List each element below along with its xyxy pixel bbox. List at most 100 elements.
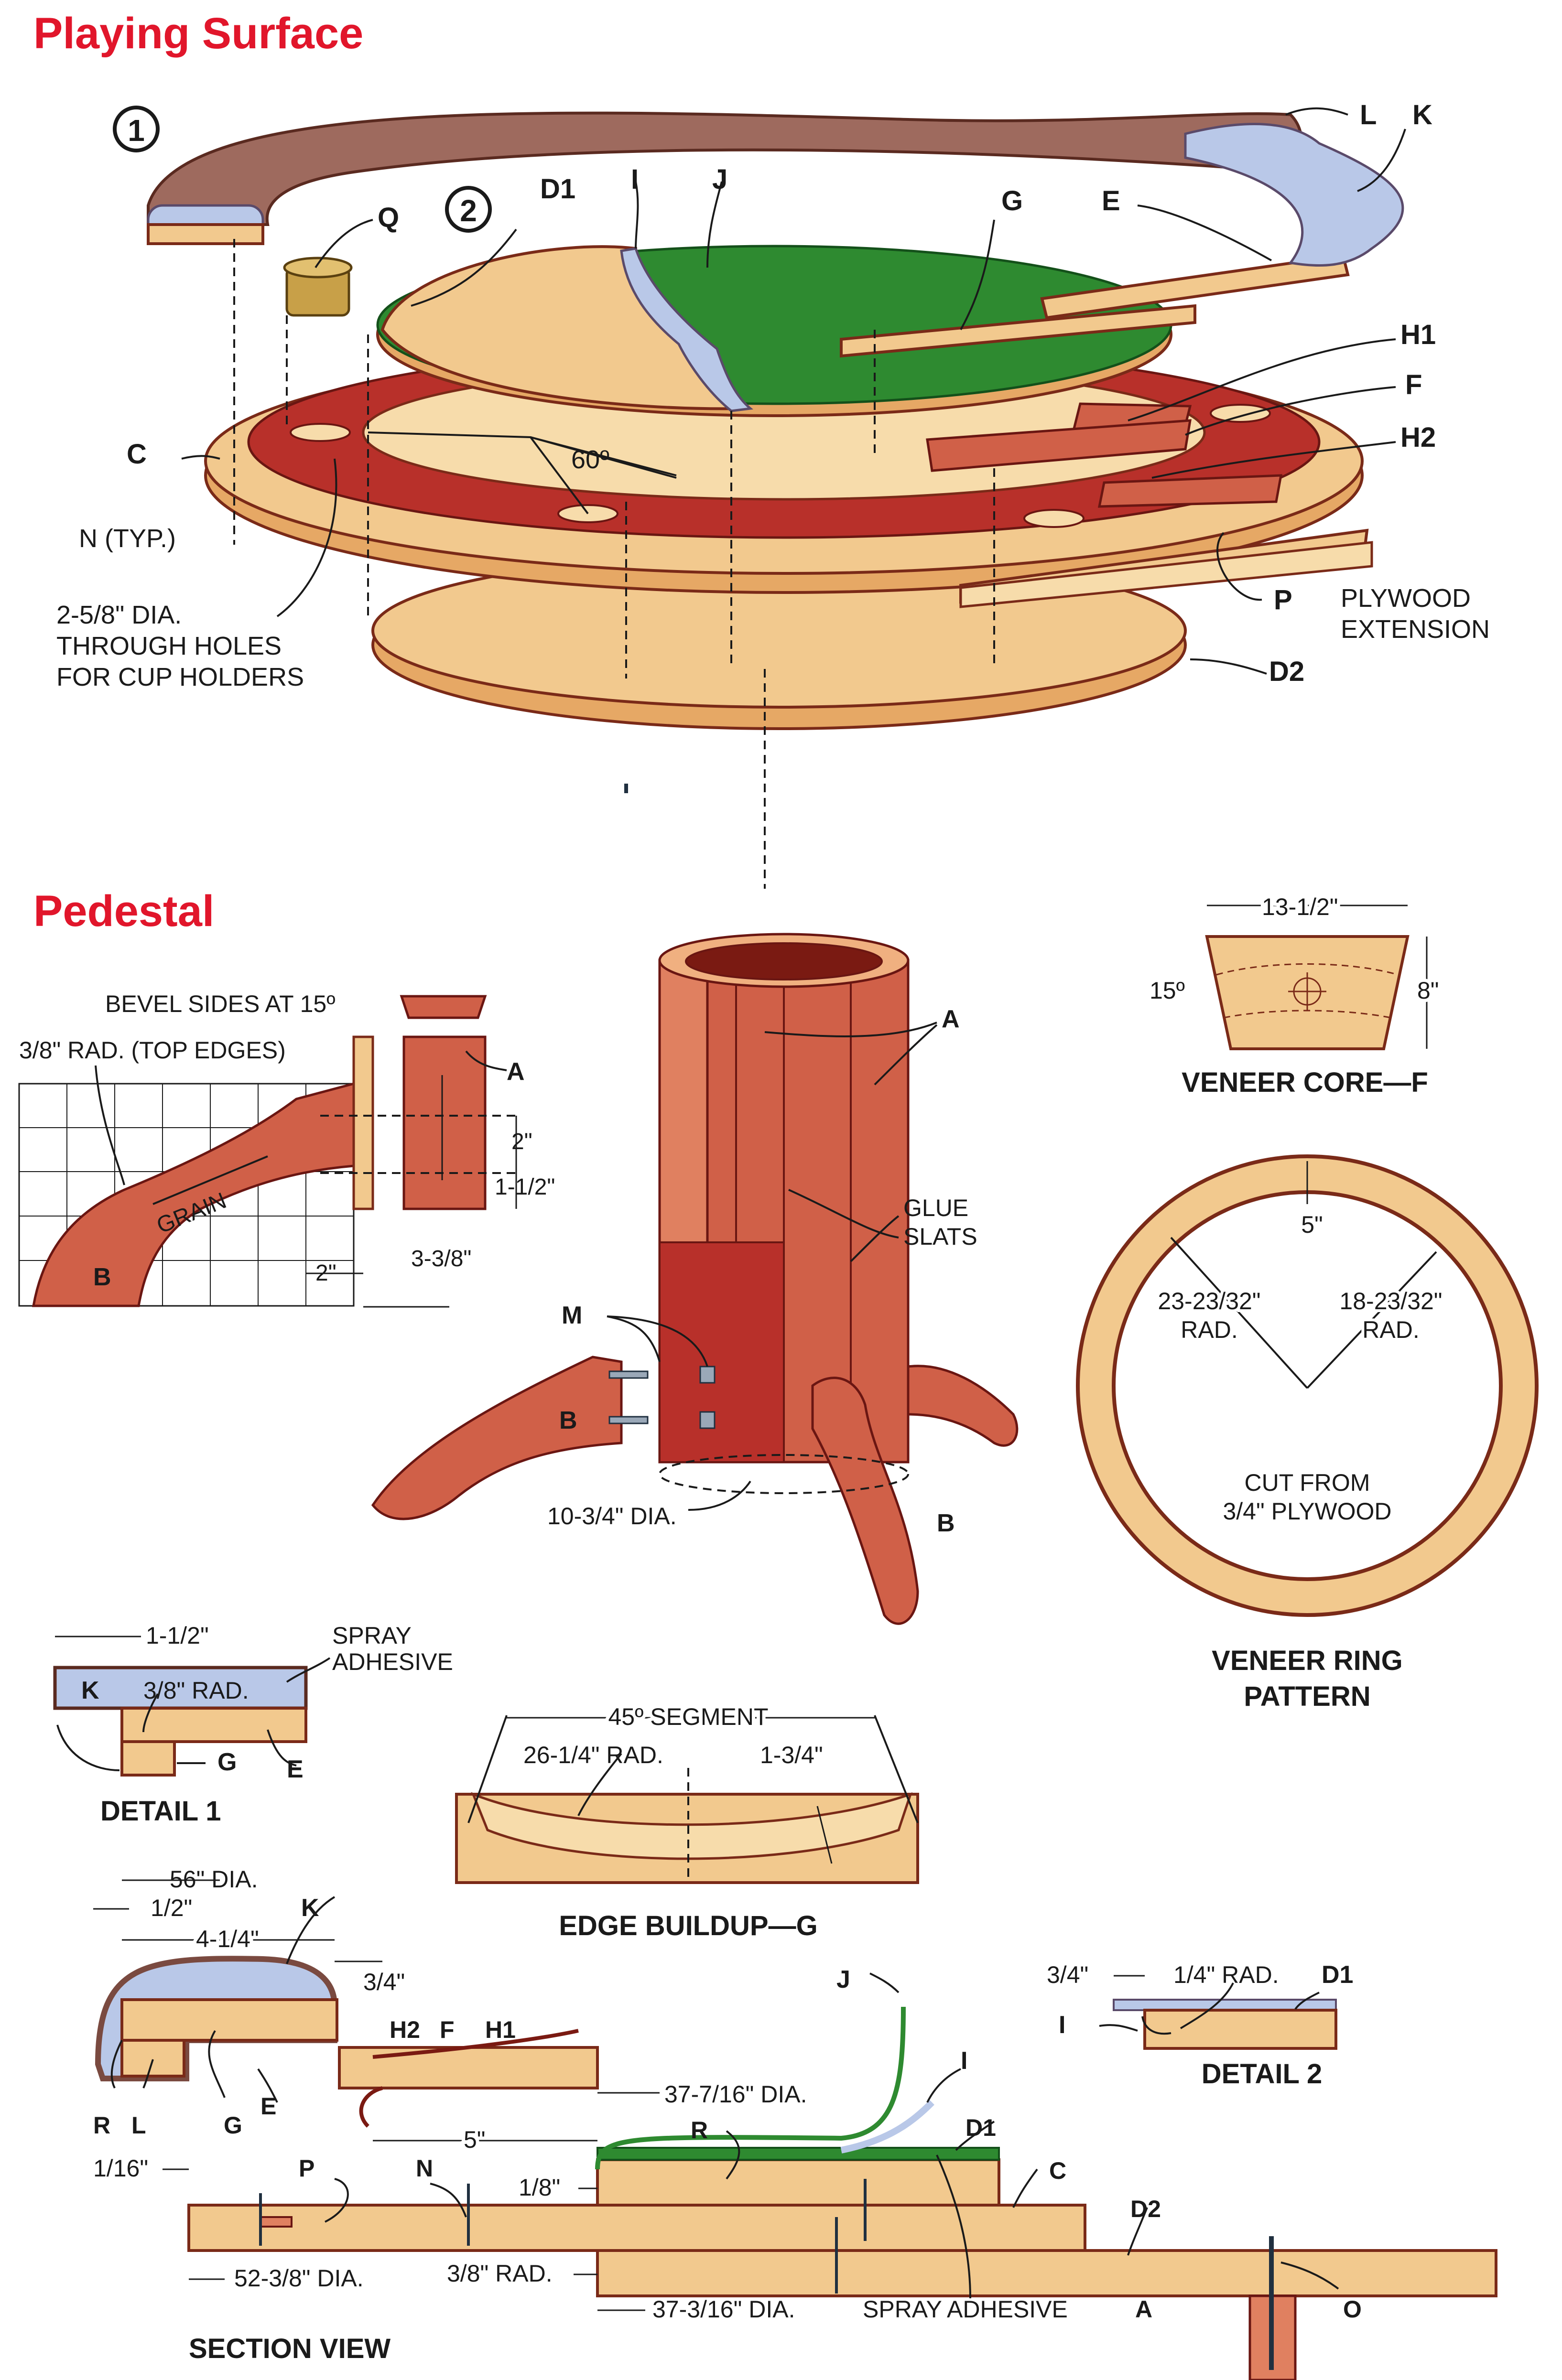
- caption-detail-2: DETAIL 2: [1202, 2058, 1322, 2089]
- edge-buildup-g-detail: 45º SEGMENT 26-1/4" RAD. 1-3/4" EDGE BUI…: [455, 1700, 919, 1941]
- label-sec-dia52: 52-3/8" DIA.: [234, 2265, 364, 2292]
- label-core-angle: 15º: [1150, 977, 1185, 1004]
- pedestal-view: BEVEL SIDES AT 15º 3/8" RAD. (TOP EDGES)…: [18, 933, 1019, 1625]
- label-sec-l: L: [131, 2112, 146, 2139]
- label-m: M: [562, 1302, 582, 1329]
- label-buildup-width: 1-3/4": [760, 1742, 823, 1768]
- label-detail2-rad: 1/4" RAD.: [1173, 1961, 1279, 1988]
- slat-a-side: [352, 1035, 374, 1210]
- label-sec-h2: H2: [390, 2016, 420, 2043]
- label-ring-outer-2: RAD.: [1181, 1316, 1237, 1343]
- label-glue-1: GLUE: [903, 1195, 968, 1221]
- label-ring-cut-1: CUT FROM: [1245, 1469, 1370, 1496]
- callout-circle-2: [445, 186, 492, 233]
- caption-ring-1: VENEER RING: [1212, 1645, 1403, 1676]
- label-b-grid: B: [93, 1263, 111, 1291]
- bevel-piece: [400, 995, 487, 1019]
- label-detail1-e: E: [287, 1755, 304, 1783]
- label-sec-e: E: [260, 2093, 276, 2120]
- caption-detail-1: DETAIL 1: [100, 1796, 221, 1827]
- front-leg: [811, 1377, 919, 1625]
- label-plywood-2: EXTENSION: [1341, 615, 1490, 644]
- label-sec-f: F: [440, 2016, 455, 2043]
- label-core-height: 8": [1417, 977, 1439, 1004]
- label-sec-eighth: 1/8": [519, 2174, 560, 2201]
- label-holes-1: 2-5/8" DIA.: [56, 601, 182, 629]
- leg-pattern-grid: [18, 1082, 355, 1307]
- label-i: I: [631, 164, 639, 195]
- left-leg-b: [371, 1356, 623, 1520]
- label-detail2-dim: 3/4": [1047, 1961, 1088, 1988]
- label-spray-1: SPRAY: [332, 1622, 412, 1649]
- caption-veneer-core: VENEER CORE—F: [1182, 1067, 1428, 1098]
- label-radius-top: 3/8" RAD. (TOP EDGES): [19, 1037, 286, 1064]
- label-sec-spray: SPRAY ADHESIVE: [863, 2296, 1068, 2323]
- label-bevel: BEVEL SIDES AT 15º: [105, 991, 335, 1017]
- plywood-extension-piece: [959, 541, 1373, 608]
- label-sec-j: J: [836, 1966, 850, 1993]
- label-spray-2: ADHESIVE: [332, 1648, 453, 1675]
- label-sec-o: O: [1343, 2296, 1362, 2323]
- label-p: P: [1274, 584, 1292, 615]
- label-sec-c: C: [1049, 2157, 1066, 2184]
- label-segment: 45º SEGMENT: [608, 1703, 768, 1730]
- label-dim-3-375: 3-3/8": [411, 1246, 471, 1271]
- label-detail1-dim: 1-1/2": [146, 1622, 209, 1649]
- detail-1: 1-1/2" SPRAY ADHESIVE K 3/8" RAD. G E DE…: [53, 1622, 453, 1827]
- label-sec-dia37b: 37-3/16" DIA.: [652, 2296, 795, 2323]
- label-sec-sixteenth: 1/16": [93, 2155, 148, 2182]
- callout-1-label: 1: [128, 113, 145, 148]
- label-sec-n: N: [416, 2155, 433, 2182]
- label-e: E: [1102, 185, 1120, 216]
- slat-a-front: [402, 1035, 487, 1210]
- right-leg: [907, 1365, 1019, 1447]
- pedestal-column: [371, 933, 1019, 1625]
- label-j: J: [712, 164, 727, 195]
- pedestal-title: Pedestal: [33, 887, 215, 936]
- edge-strip-e: [1040, 254, 1350, 320]
- label-detail2-i: I: [1059, 2011, 1065, 2039]
- cup-holder-rim: [283, 257, 353, 279]
- label-n-typ: N (TYP.): [79, 524, 176, 553]
- veneer-ring-detail: 5" 23-23/32" RAD. 18-23/32" RAD. CUT FRO…: [1076, 1154, 1539, 1712]
- label-d2: D2: [1269, 656, 1304, 687]
- label-detail2-d1: D1: [1322, 1961, 1353, 1989]
- veneer-core-f-detail: 13-1/2" 15º 8" VENEER CORE—F: [1150, 890, 1443, 1098]
- cup-hole: [1023, 509, 1085, 528]
- bolt-m: [608, 1370, 649, 1379]
- label-ring-inner-1: 18-23/32": [1339, 1288, 1442, 1314]
- playing-surface-title: Playing Surface: [33, 9, 364, 58]
- rail-k-padding: [1184, 123, 1404, 267]
- label-l: L: [1360, 99, 1377, 130]
- label-column-dia: 10-3/4" DIA.: [547, 1503, 677, 1529]
- callout-circle-1: [113, 106, 160, 152]
- veneer-core-f: [926, 419, 1192, 472]
- label-plywood-1: PLYWOOD: [1341, 584, 1471, 613]
- leg-b-pattern: [32, 1082, 355, 1307]
- label-h1: H1: [1400, 319, 1436, 350]
- label-ring-inner-2: RAD.: [1362, 1316, 1419, 1343]
- playing-surface-exploded-view: 1 2 L K Q D1 I J G E H1 F H2 C N (TYP.) …: [56, 99, 1490, 889]
- label-h2: H2: [1400, 422, 1436, 453]
- caption-ring-2: PATTERN: [1244, 1681, 1370, 1712]
- label-sec-p: P: [299, 2155, 315, 2182]
- label-dim-2: 2": [511, 1129, 532, 1154]
- label-ring-width: 5": [1301, 1211, 1323, 1238]
- label-d1: D1: [540, 173, 575, 205]
- section-view: 56" DIA. 1/2" 4-1/4" K 3/4" H2 F H1 37-7…: [93, 1866, 1497, 2380]
- label-holes-3: FOR CUP HOLDERS: [56, 663, 304, 691]
- label-sec-w4: 4-1/4": [196, 1926, 259, 1952]
- label-f: F: [1405, 369, 1422, 400]
- label-a-slat: A: [507, 1058, 525, 1086]
- label-detail1-rad: 3/8" RAD.: [143, 1677, 249, 1704]
- bolt-m: [608, 1416, 649, 1424]
- label-sec-t34: 3/4": [363, 1969, 405, 1995]
- label-sec-k: K: [301, 1894, 319, 1922]
- label-sec-half: 1/2": [151, 1895, 192, 1921]
- cup-hole: [290, 423, 351, 442]
- label-k: K: [1412, 99, 1432, 130]
- label-sec-g: G: [224, 2112, 242, 2139]
- label-sec-a: A: [1135, 2296, 1152, 2323]
- veneer-piece-h2: [1097, 474, 1283, 508]
- label-sec-i: I: [961, 2047, 967, 2075]
